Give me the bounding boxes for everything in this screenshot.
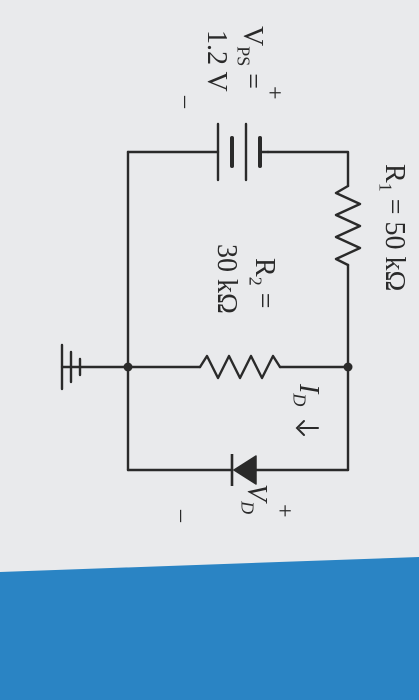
source-name-label: VPS =: [233, 26, 268, 90]
r2-subscript: 2: [245, 276, 266, 286]
r1-subscript: 1: [375, 182, 396, 192]
current-arrow-icon: [295, 420, 319, 436]
diode-symbol: [230, 454, 257, 486]
r2-value-label: 30 kΩ: [211, 244, 242, 314]
junction-node: [123, 362, 133, 372]
r1-resistor: [334, 184, 362, 267]
id-label: ID: [289, 384, 324, 407]
ground-icon: [60, 343, 82, 391]
source-minus-label: –: [173, 96, 199, 108]
vd-subscript: D: [237, 501, 258, 515]
r2-resistor: [198, 354, 282, 380]
id-subscript: D: [289, 393, 310, 407]
r1-label: R1 = 50 kΩ: [375, 164, 410, 292]
vd-plus-label: +: [271, 504, 297, 518]
top-wire-right: [266, 150, 350, 188]
vd-minus-terminal-label: –: [169, 510, 195, 522]
vd-name-label: VD: [237, 484, 272, 515]
arrow-head: [295, 420, 305, 436]
source-value-label: 1.2 V: [201, 30, 232, 92]
circuit-wires: [60, 150, 362, 472]
source-name-subscript: PS: [233, 46, 254, 67]
battery-symbol: [216, 122, 270, 182]
junction-node: [343, 362, 353, 372]
diode-triangle: [233, 455, 257, 485]
r2-name-label: R2 =: [245, 258, 280, 309]
